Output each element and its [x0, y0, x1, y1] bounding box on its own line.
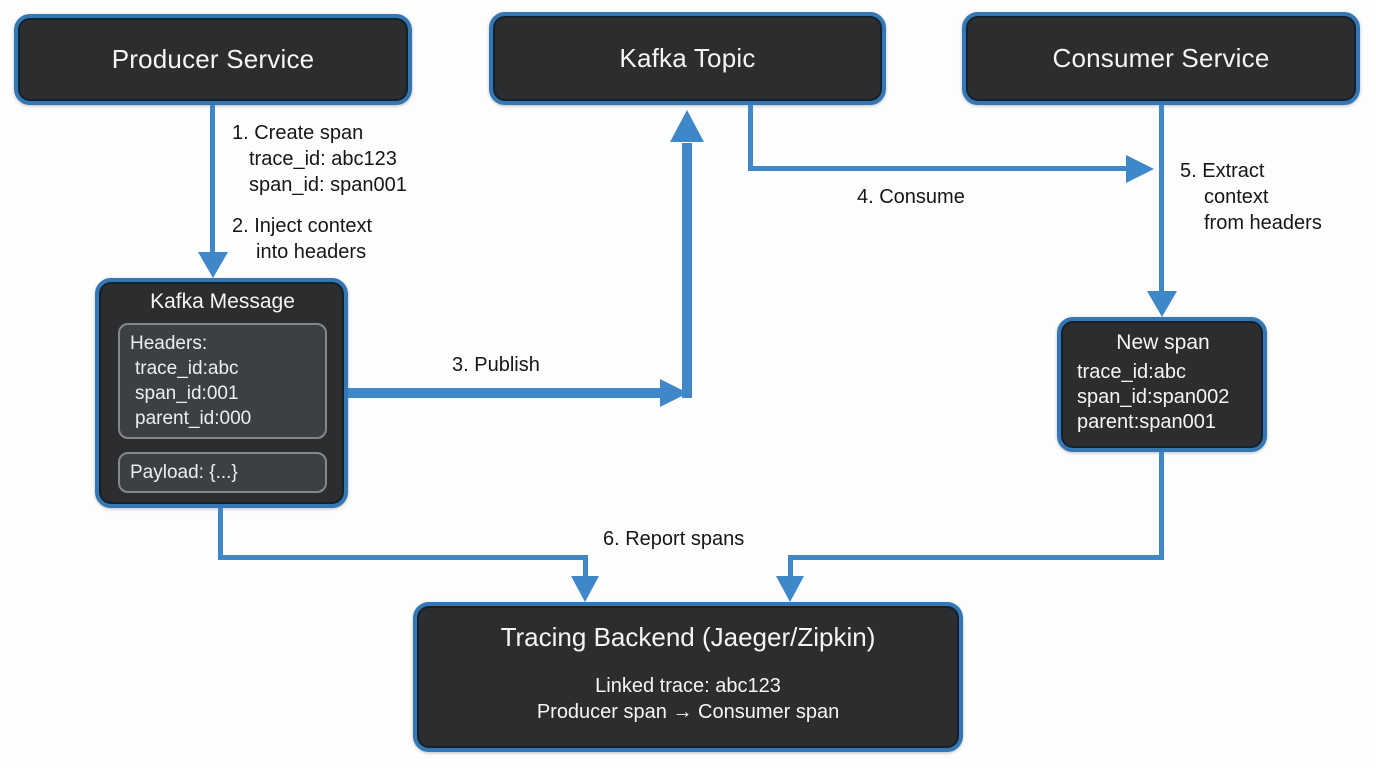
arrow-report-left-hline — [218, 555, 588, 560]
producer-service-node: Producer Service — [14, 14, 412, 105]
tracing-backend-line2: Producer span → Consumer span — [536, 701, 840, 723]
arrow-consume-vline — [748, 105, 753, 171]
step3-label: 3. Publish — [452, 352, 540, 378]
arrow-report-right-vline1 — [1159, 452, 1164, 560]
tracing-backend-line1: Linked trace: abc123 — [595, 675, 781, 697]
step2-label: 2. Inject context into headers — [232, 213, 372, 265]
arrow-report-right-head-icon — [776, 576, 804, 602]
payload-line: Payload: {...} — [130, 462, 238, 483]
producer-service-title: Producer Service — [111, 44, 315, 74]
step5-line1: 5. Extract — [1180, 160, 1265, 182]
arrow-publish-up-head-icon — [670, 110, 704, 142]
headers-line2: trace_id:abc — [135, 358, 239, 379]
step6-label: 6. Report spans — [603, 526, 744, 552]
arrow-publish-hline — [348, 388, 660, 398]
headers-line4: parent_id:000 — [135, 408, 252, 429]
new-span-node: New span trace_id:abc span_id:span002 pa… — [1057, 317, 1267, 452]
kafka-message-payload-box: Payload: {...} — [118, 452, 327, 493]
step5-label: 5. Extract context from headers — [1180, 158, 1322, 236]
consumer-service-node: Consumer Service — [962, 12, 1360, 105]
step6-text: 6. Report spans — [603, 528, 745, 550]
arrow-producer-to-message-head-icon — [198, 252, 228, 278]
new-span-line3: parent:span001 — [1077, 411, 1217, 433]
step1-line3: span_id: span001 — [249, 174, 407, 196]
new-span-title: New span — [1116, 331, 1210, 354]
arrow-producer-to-message-line — [210, 105, 215, 255]
tracing-backend-title: Tracing Backend (Jaeger/Zipkin) — [500, 622, 876, 652]
arrow-consume-head-icon — [1126, 155, 1154, 183]
kafka-message-title: Kafka Message — [150, 290, 295, 313]
kafka-message-headers-box: Headers: trace_id:abc span_id:001 parent… — [118, 323, 327, 439]
headers-line3: span_id:001 — [135, 383, 239, 404]
step1-label: 1. Create span trace_id: abc123 span_id:… — [232, 120, 407, 198]
arrow-report-right-hline — [788, 555, 1164, 560]
kafka-topic-node: Kafka Topic — [489, 12, 886, 105]
headers-line1: Headers: — [130, 333, 208, 354]
arrow-consume-hline — [748, 166, 1128, 171]
arrow-report-right-vline2 — [788, 555, 793, 578]
step4-label: 4. Consume — [857, 184, 965, 210]
arrow-publish-vline — [682, 143, 692, 398]
arrow-report-left-vline2 — [583, 555, 588, 578]
arrow-consumer-to-newspan-line — [1159, 105, 1164, 293]
arrow-report-left-vline1 — [218, 508, 223, 560]
consumer-service-title: Consumer Service — [1052, 43, 1270, 73]
new-span-line1: trace_id:abc — [1077, 361, 1186, 383]
arrow-consumer-to-newspan-head-icon — [1147, 291, 1177, 317]
step1-line2: trace_id: abc123 — [249, 148, 397, 170]
tracing-backend-node: Tracing Backend (Jaeger/Zipkin) Linked t… — [413, 602, 963, 752]
step3-text: 3. Publish — [452, 354, 540, 376]
new-span-line2: span_id:span002 — [1077, 386, 1230, 408]
step5-line2: context — [1204, 186, 1269, 208]
kafka-message-node: Kafka Message Headers: trace_id:abc span… — [95, 278, 348, 508]
step4-text: 4. Consume — [857, 186, 965, 208]
step1-line1: 1. Create span — [232, 122, 364, 144]
kafka-topic-title: Kafka Topic — [619, 43, 756, 73]
step2-line2: into headers — [256, 241, 367, 263]
step5-line3: from headers — [1204, 212, 1322, 234]
step2-line1: 2. Inject context — [232, 215, 373, 237]
arrow-report-left-head-icon — [571, 576, 599, 602]
